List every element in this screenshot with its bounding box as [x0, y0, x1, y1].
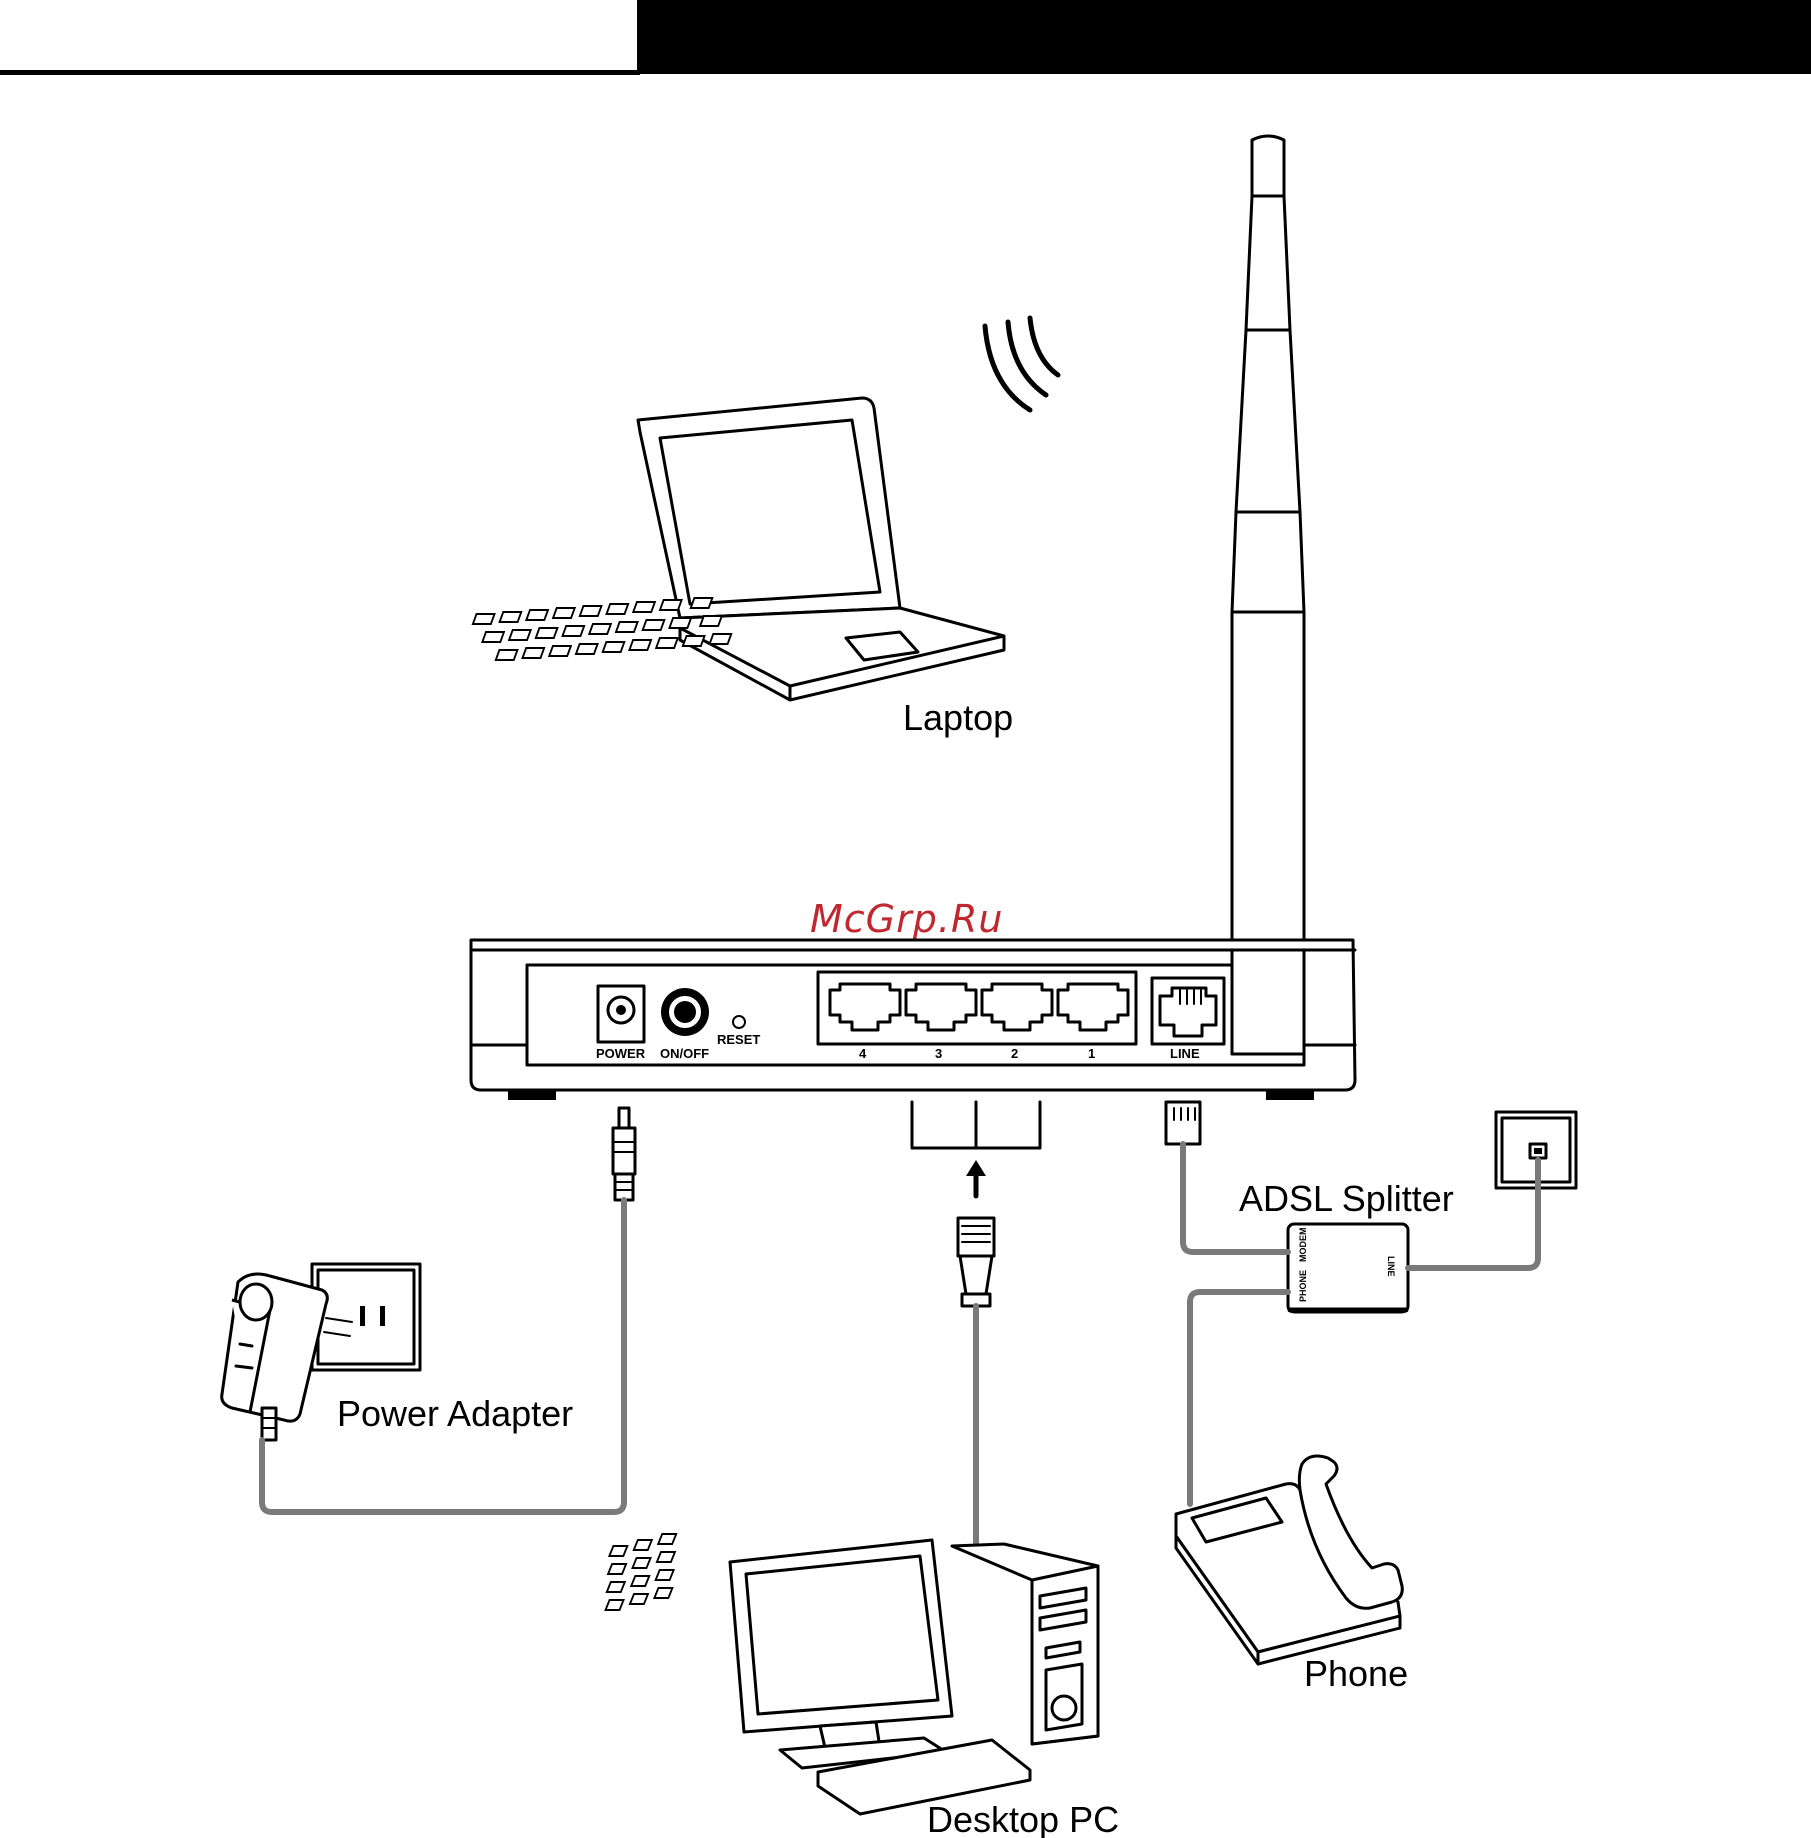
wall-socket-icon	[310, 1262, 422, 1372]
power-adapter-icon	[220, 1272, 353, 1442]
power-adapter-label: Power Adapter	[337, 1393, 573, 1434]
line-port	[1150, 976, 1226, 1046]
lan-port-4-label: 4	[859, 1046, 867, 1061]
desktop-pc-label: Desktop PC	[927, 1799, 1119, 1838]
power-port-label: POWER	[596, 1046, 646, 1061]
power-port	[596, 984, 646, 1044]
reset-label: RESET	[717, 1032, 760, 1047]
phone-wall-jack-icon	[1494, 1110, 1578, 1190]
lan-port-1-label: 1	[1088, 1046, 1095, 1061]
phone-label: Phone	[1304, 1653, 1408, 1694]
laptop-icon	[471, 396, 1006, 702]
antenna	[1230, 134, 1306, 1057]
laptop-label: Laptop	[903, 697, 1013, 738]
splitter-phone-label: PHONE	[1298, 1270, 1308, 1302]
rj11-plug-icon	[1164, 1100, 1202, 1146]
on-off-button	[661, 988, 709, 1036]
adsl-splitter-label: ADSL Splitter	[1239, 1178, 1454, 1219]
phone-icon	[604, 1454, 1404, 1666]
arrow-up-icon	[966, 1160, 986, 1199]
ethernet-plug-icon	[956, 1216, 996, 1308]
reset-button	[732, 1015, 746, 1029]
header-bar	[0, 0, 1811, 75]
adsl-splitter-box: PHONE MODEM LINE	[1286, 1222, 1410, 1314]
wireless-signal-icon	[982, 315, 1061, 413]
lan-ports	[816, 970, 1138, 1046]
lan-bracket	[910, 1100, 1042, 1150]
on-off-label: ON/OFF	[660, 1046, 709, 1061]
dc-power-plug-icon	[611, 1106, 637, 1202]
lan-port-2-label: 2	[1011, 1046, 1018, 1061]
line-port-label: LINE	[1170, 1046, 1200, 1061]
cables	[259, 1141, 1541, 1549]
desktop-pc-icon	[728, 1538, 1100, 1816]
lan-port-3-label: 3	[935, 1046, 942, 1061]
splitter-line-label: LINE	[1386, 1256, 1396, 1277]
splitter-modem-label: MODEM	[1298, 1228, 1308, 1263]
watermark-text: McGrp.Ru	[810, 897, 1003, 941]
